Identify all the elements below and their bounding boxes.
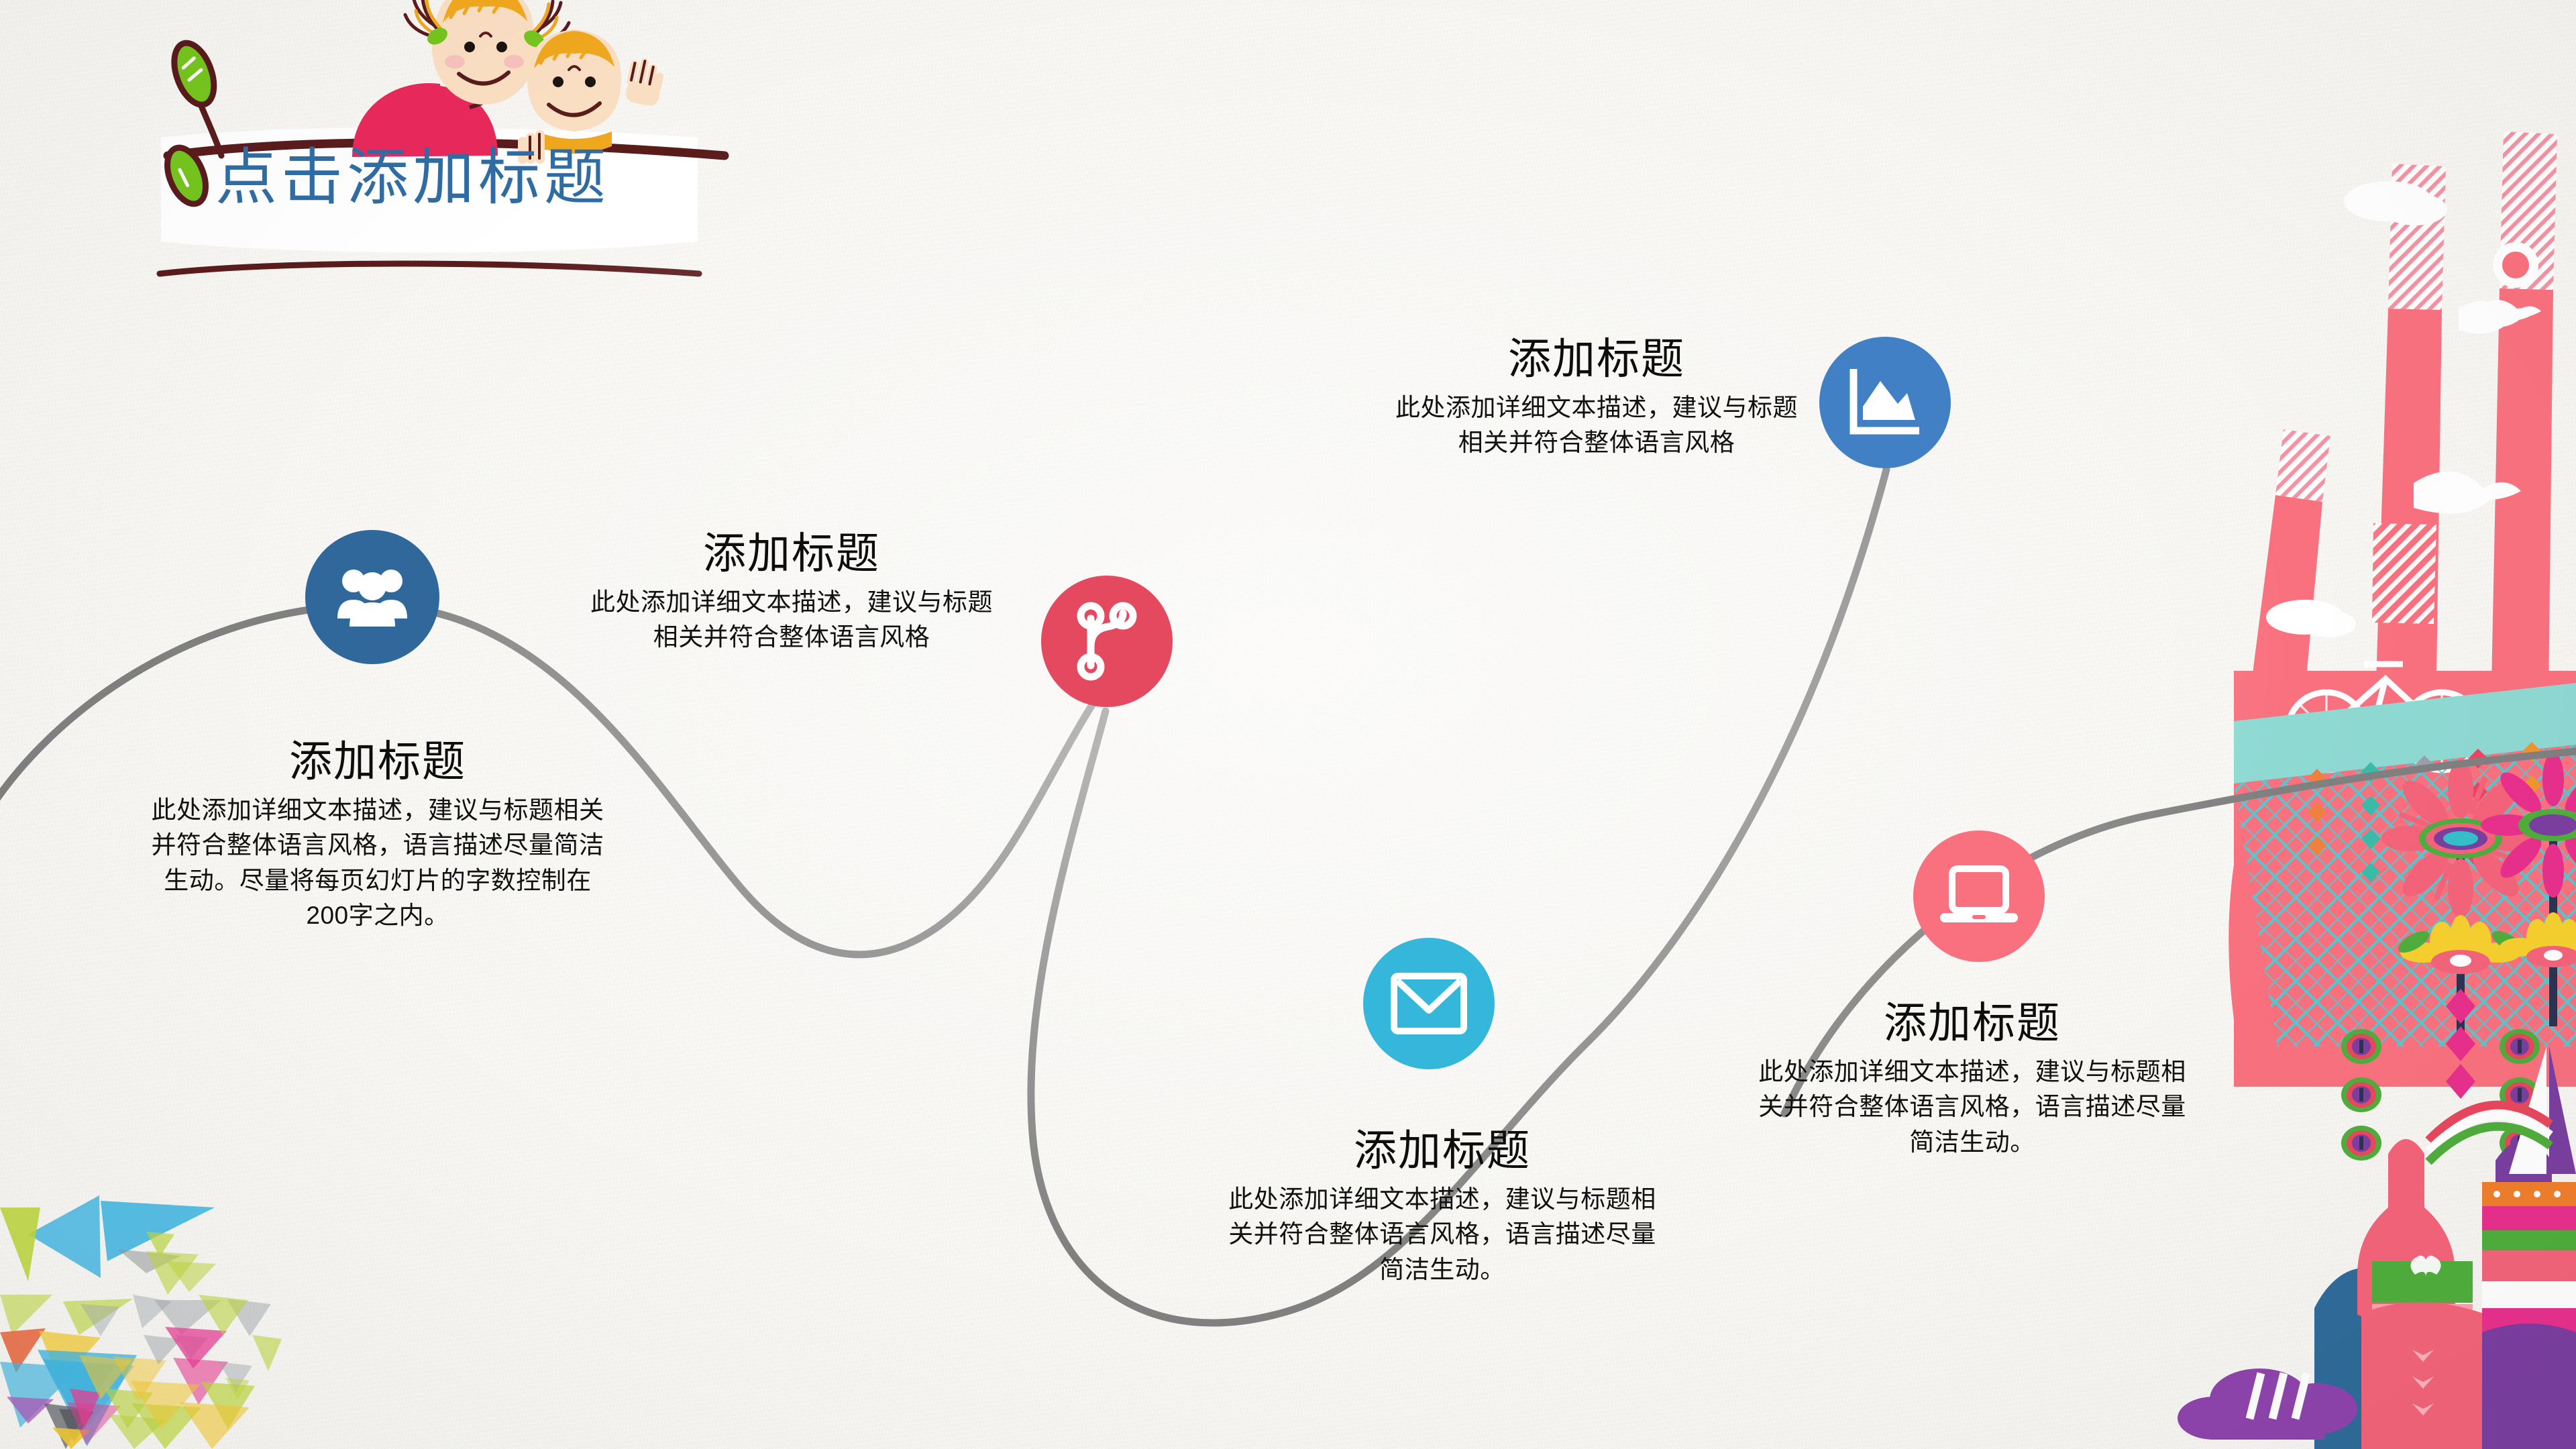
node-mail[interactable] bbox=[1363, 938, 1495, 1069]
block-title: 添加标题 bbox=[1508, 335, 1685, 383]
node-people[interactable] bbox=[305, 530, 439, 664]
git-branch-icon bbox=[1077, 602, 1137, 681]
text-block-bottom-center: 添加标题 此处添加详细文本描述，建议与标题相关并符合整体语言风格，语言描述尽量简… bbox=[1228, 1126, 1657, 1287]
block-body: 此处添加详细文本描述，建议与标题相关并符合整体语言风格，语言描述尽量简洁生动。 bbox=[1758, 1057, 2186, 1156]
people-group-icon bbox=[337, 570, 407, 627]
node-laptop[interactable] bbox=[1913, 830, 2045, 962]
area-chart-icon bbox=[1849, 369, 1919, 435]
text-block-upper-right: 添加标题 此处添加详细文本描述，建议与标题相关并符合整体语言风格 bbox=[1389, 335, 1805, 461]
page-title-banner: 点击添加标题 bbox=[127, 124, 698, 231]
block-title: 添加标题 bbox=[289, 737, 466, 786]
node-branch[interactable] bbox=[1041, 576, 1173, 707]
block-body: 此处添加详细文本描述，建议与标题相关并符合整体语言风格 bbox=[590, 588, 993, 651]
laptop-icon bbox=[1940, 865, 2018, 922]
block-body: 此处添加详细文本描述，建议与标题相关并符合整体语言风格，语言描述尽量简洁生动。 bbox=[1228, 1185, 1656, 1283]
block-body: 此处添加详细文本描述，建议与标题相关并符合整体语言风格，语言描述尽量简洁生动。尽… bbox=[151, 796, 604, 930]
text-block-bottom-right: 添加标题 此处添加详细文本描述，建议与标题相关并符合整体语言风格，语言描述尽量简… bbox=[1751, 999, 2194, 1160]
text-block-upper-left: 添加标题 此处添加详细文本描述，建议与标题相关并符合整体语言风格 bbox=[584, 529, 1000, 655]
envelope-icon bbox=[1391, 973, 1467, 1034]
page-title: 点击添加标题 bbox=[215, 144, 610, 212]
block-body: 此处添加详细文本描述，建议与标题相关并符合整体语言风格 bbox=[1395, 393, 1798, 457]
block-title: 添加标题 bbox=[1884, 999, 2061, 1047]
block-title: 添加标题 bbox=[703, 529, 880, 578]
node-chart[interactable] bbox=[1819, 337, 1951, 468]
text-block-left: 添加标题 此处添加详细文本描述，建议与标题相关并符合整体语言风格，语言描述尽量简… bbox=[146, 737, 609, 934]
block-title: 添加标题 bbox=[1354, 1126, 1531, 1175]
